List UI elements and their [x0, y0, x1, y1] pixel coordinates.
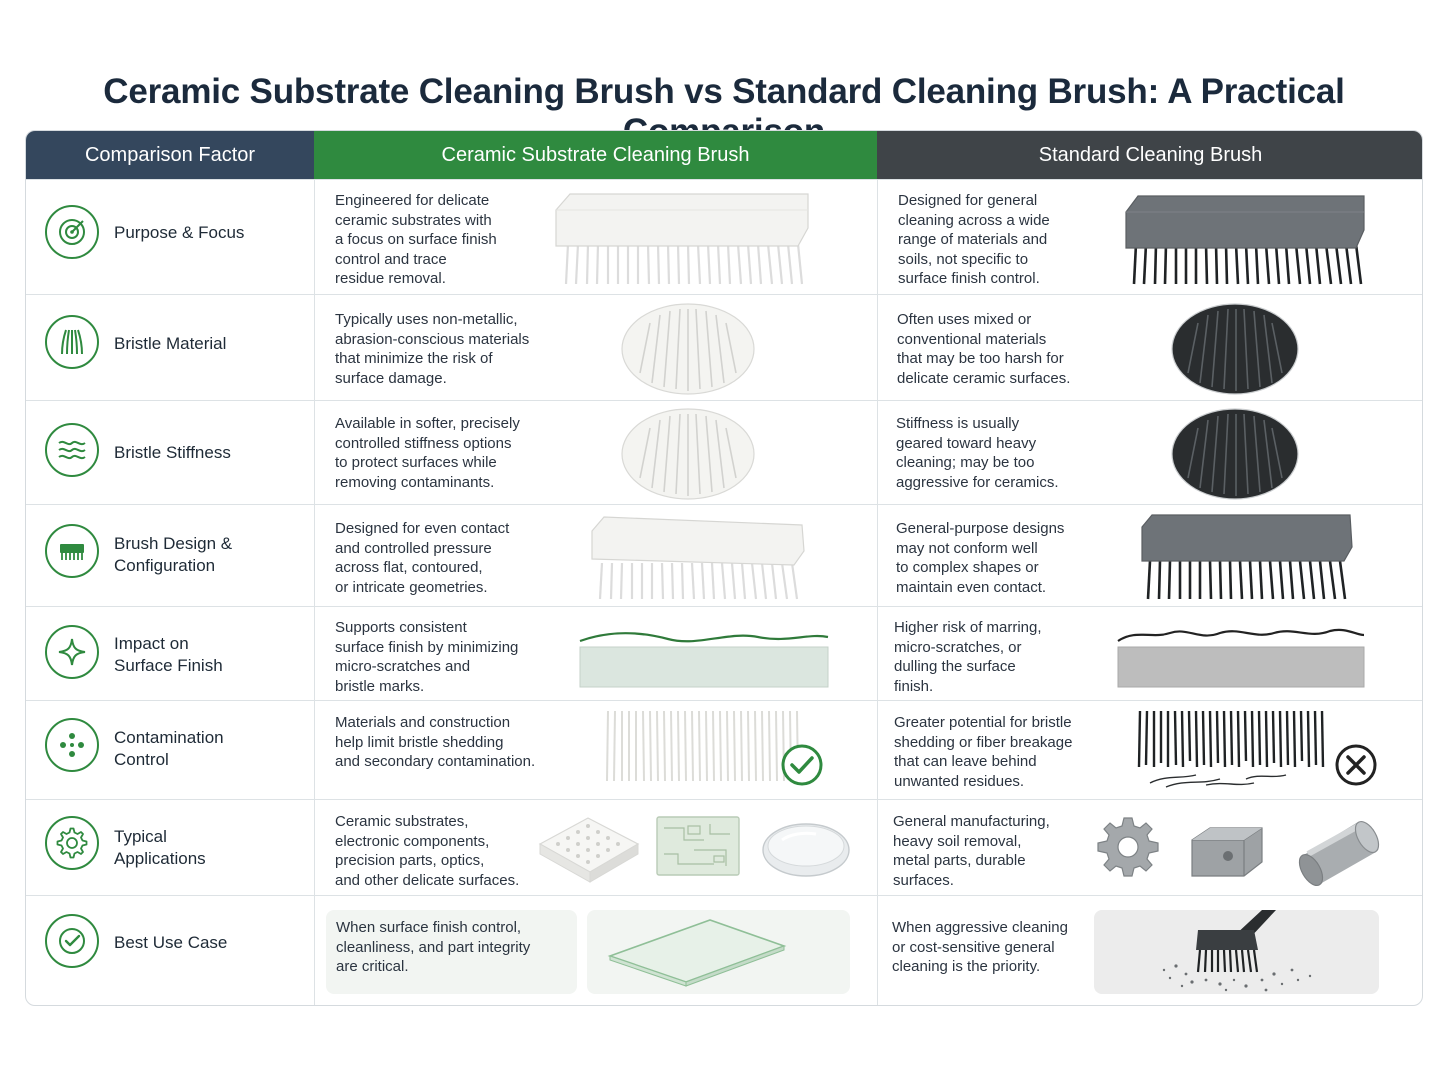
- black-brush-image: [1141, 514, 1353, 600]
- black-brush-image: [1125, 195, 1365, 285]
- target-icon: [45, 205, 99, 259]
- standard-description: Higher risk of marring,micro-scratches, …: [894, 619, 1042, 695]
- row-bristle-stiffness: Bristle Stiffness Available in softer, p…: [26, 400, 1422, 504]
- standard-description: General manufacturing,heavy soil removal…: [893, 813, 1050, 889]
- factor-label: Purpose & Focus: [114, 223, 245, 242]
- brush-icon: [45, 524, 99, 578]
- glass-plate-image: [607, 919, 787, 987]
- ceramic-best-use-panel: [326, 910, 577, 994]
- column-divider: [877, 179, 878, 1005]
- factor-label: Best Use Case: [114, 933, 228, 952]
- check-icon: [45, 914, 99, 968]
- column-divider: [314, 179, 315, 1005]
- black-bristle-closeup-image: [1171, 303, 1299, 395]
- check-mark-icon: [781, 744, 823, 786]
- factor-label: Bristle Material: [114, 334, 227, 353]
- row-bristle-material: Bristle Material Typically uses non-meta…: [26, 294, 1422, 400]
- factor-label: Brush Design &Configuration: [114, 534, 233, 575]
- rough-surface-image: [1117, 628, 1365, 688]
- header-comparison-factor: Comparison Factor: [26, 131, 314, 179]
- white-brush-image: [591, 516, 805, 600]
- dots-icon: [45, 718, 99, 772]
- row-brush-design: Brush Design &Configuration Designed for…: [26, 504, 1422, 606]
- optical-lens-image: [762, 823, 850, 877]
- black-bristle-closeup-image: [1171, 408, 1299, 500]
- white-brush-image: [555, 193, 809, 285]
- sparkle-icon: [45, 625, 99, 679]
- row-best-use-case: Best Use Case When surface finish contro…: [26, 895, 1422, 1005]
- gear-icon: [45, 816, 99, 870]
- metal-block-image: [1191, 827, 1263, 877]
- ceramic-description: Typically uses non-metallic,abrasion-con…: [335, 311, 530, 387]
- metal-gear-image: [1097, 817, 1159, 877]
- header-standard-brush: Standard Cleaning Brush: [877, 131, 1422, 179]
- white-bristle-closeup-image: [621, 408, 755, 500]
- black-bristle-strip-image: [1137, 710, 1325, 788]
- factor-label: Bristle Stiffness: [114, 443, 231, 462]
- brush-scrubbing-image: [1162, 910, 1312, 992]
- waves-icon: [45, 423, 99, 477]
- circuit-board-image: [656, 816, 740, 876]
- ceramic-description: Ceramic substrates,electronic components…: [335, 813, 520, 889]
- comparison-table: Comparison Factor Ceramic Substrate Clea…: [25, 130, 1423, 1006]
- white-bristle-closeup-image: [621, 303, 755, 395]
- ceramic-description: When surface finish control,cleanliness,…: [336, 919, 531, 975]
- ceramic-substrate-image: [538, 817, 640, 883]
- metal-cylinder-image: [1298, 821, 1380, 886]
- bristles-icon: [45, 315, 99, 369]
- x-mark-icon: [1335, 744, 1377, 786]
- smooth-surface-image: [579, 632, 829, 688]
- header-ceramic-brush: Ceramic Substrate Cleaning Brush: [314, 131, 877, 179]
- white-bristle-strip-image: [606, 710, 799, 782]
